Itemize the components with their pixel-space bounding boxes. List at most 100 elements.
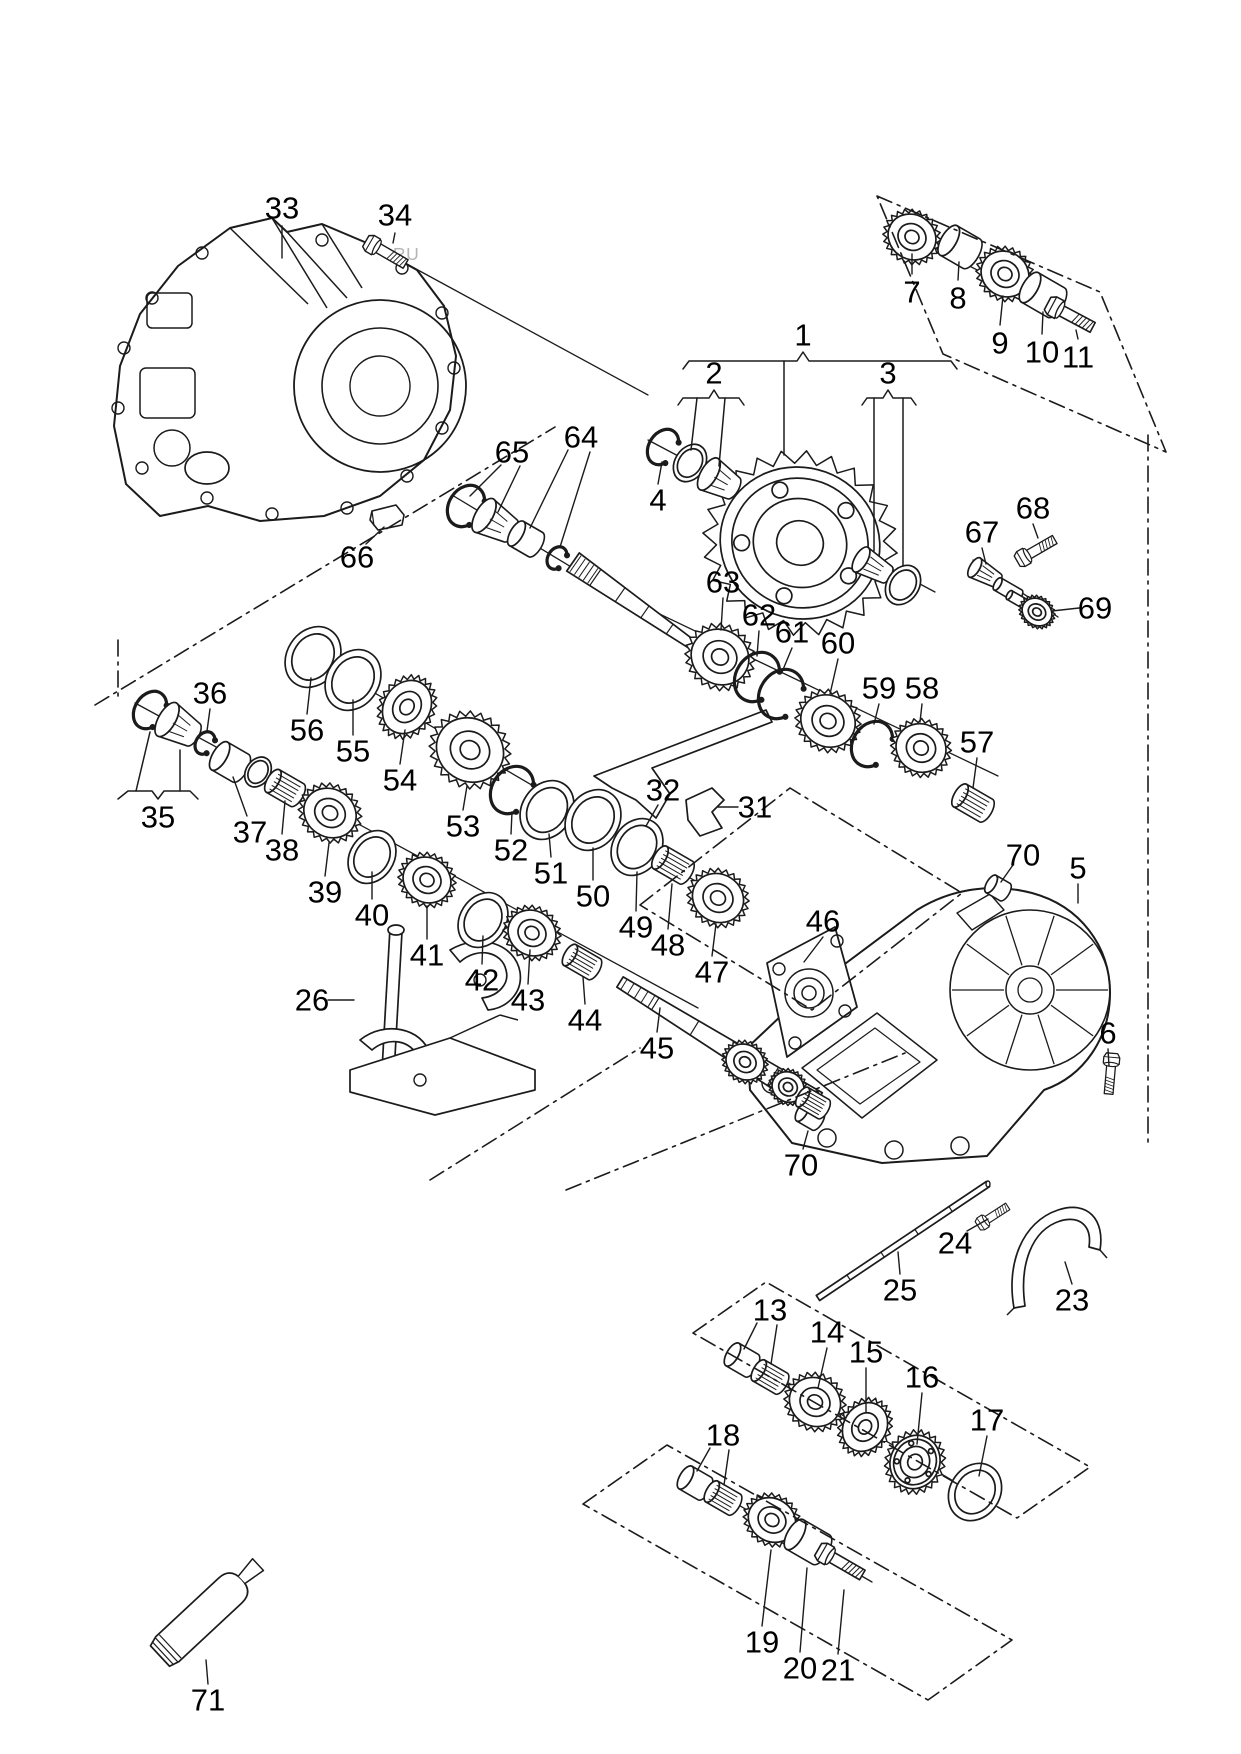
diagram-primitive bbox=[286, 231, 348, 299]
diagram-primitive bbox=[275, 777, 299, 792]
part-label-2: 2 bbox=[705, 356, 722, 391]
bolt-shape bbox=[974, 1202, 1011, 1231]
ring-shape bbox=[884, 564, 922, 606]
diagram-primitive bbox=[587, 568, 599, 584]
leader-line bbox=[743, 1322, 758, 1350]
part-label-48: 48 bbox=[651, 928, 685, 963]
diagram-primitive bbox=[413, 1073, 427, 1087]
diagram-primitive bbox=[1103, 1056, 1120, 1059]
diagram-primitive bbox=[757, 1374, 779, 1387]
diagram-primitive bbox=[1005, 915, 1023, 966]
diagram-primitive bbox=[714, 476, 728, 486]
part-label-20: 20 bbox=[783, 1651, 817, 1686]
leader-line bbox=[481, 935, 484, 965]
diagram-primitive bbox=[756, 667, 806, 721]
diagram-primitive bbox=[662, 853, 688, 869]
diagram-primitive bbox=[393, 931, 403, 1075]
diagram-primitive bbox=[775, 587, 793, 605]
leader-line bbox=[667, 883, 673, 930]
gear-shape bbox=[794, 688, 862, 754]
diagram-primitive bbox=[1016, 551, 1026, 567]
diagram-primitive bbox=[369, 504, 405, 531]
bolt-shape bbox=[1043, 296, 1097, 334]
bushing-shape bbox=[208, 740, 252, 784]
diagram-primitive bbox=[990, 259, 1020, 289]
diagram-primitive bbox=[775, 519, 825, 567]
diagram-primitive bbox=[907, 1440, 915, 1447]
part-label-69: 69 bbox=[1078, 591, 1112, 626]
diagram-primitive bbox=[962, 791, 988, 807]
diagram-primitive bbox=[1054, 301, 1066, 319]
part-label-15: 15 bbox=[849, 1335, 883, 1370]
leader-line bbox=[497, 465, 521, 513]
diagram-primitive bbox=[665, 623, 674, 635]
diagram-primitive bbox=[733, 1050, 757, 1074]
diagram-primitive bbox=[771, 481, 789, 499]
diagram-primitive bbox=[851, 1566, 861, 1576]
diagram-primitive bbox=[803, 1097, 823, 1109]
leader-line bbox=[770, 1324, 778, 1365]
diagram-primitive bbox=[816, 1027, 921, 1105]
diagram-primitive bbox=[349, 1037, 536, 1116]
diagram-primitive bbox=[716, 1484, 738, 1498]
part-label-61: 61 bbox=[775, 615, 809, 650]
diagram-primitive bbox=[662, 460, 669, 467]
diagram-primitive bbox=[948, 1206, 953, 1212]
diagram-primitive bbox=[857, 1419, 873, 1435]
leader-line bbox=[1051, 607, 1080, 612]
diagram-primitive bbox=[904, 229, 920, 245]
leader-line bbox=[829, 658, 839, 695]
group-boundary-line bbox=[565, 1052, 906, 1191]
diagram-primitive bbox=[992, 576, 1003, 592]
diagram-primitive bbox=[806, 1090, 827, 1103]
diagram-primitive bbox=[676, 447, 704, 479]
diagram-primitive bbox=[200, 491, 214, 505]
diagram-primitive bbox=[710, 648, 730, 666]
leader-line bbox=[582, 976, 586, 1005]
diagram-primitive bbox=[958, 799, 984, 815]
diagram-primitive bbox=[676, 1465, 695, 1490]
diagram-primitive bbox=[313, 797, 347, 829]
diagram-primitive bbox=[647, 995, 656, 1007]
diagram-primitive bbox=[389, 253, 398, 261]
diagram-primitive bbox=[1047, 537, 1051, 548]
leader-line bbox=[1000, 864, 1014, 883]
gear-shape bbox=[836, 1396, 894, 1458]
diagram-primitive bbox=[788, 1376, 842, 1428]
part-label-19: 19 bbox=[745, 1625, 779, 1660]
gear-shape bbox=[502, 904, 562, 962]
diagram-primitive bbox=[793, 977, 825, 1009]
splined-bushing-shape bbox=[703, 1479, 743, 1517]
diagram-primitive bbox=[1037, 915, 1055, 966]
part-label-47: 47 bbox=[695, 955, 729, 990]
part-label-11: 11 bbox=[1062, 340, 1094, 375]
diagram-primitive bbox=[892, 1438, 938, 1486]
diagram-primitive bbox=[738, 1055, 752, 1069]
diagram-primitive bbox=[293, 299, 467, 473]
diagram-primitive bbox=[593, 709, 773, 819]
group-boundary-line bbox=[639, 787, 963, 1011]
diagram-primitive bbox=[574, 948, 598, 963]
diagram-primitive bbox=[506, 520, 527, 547]
diagram-primitive bbox=[714, 1488, 736, 1501]
diagram-primitive bbox=[111, 401, 125, 415]
diagram-primitive bbox=[718, 468, 732, 480]
part-label-66: 66 bbox=[340, 540, 374, 575]
ring-shape bbox=[947, 1462, 1003, 1522]
leader-line bbox=[324, 842, 330, 877]
shaft-shape bbox=[815, 1180, 991, 1302]
callout-bracket bbox=[677, 389, 745, 406]
diagram-primitive bbox=[1041, 541, 1045, 551]
part-label-25: 25 bbox=[883, 1273, 917, 1308]
gear-shape bbox=[428, 710, 512, 790]
gear-shape bbox=[721, 1039, 769, 1085]
part-label-31: 31 bbox=[738, 790, 772, 825]
part-label-9: 9 bbox=[991, 326, 1008, 361]
group-boundary-line bbox=[692, 1281, 1091, 1519]
diagram-primitive bbox=[757, 1506, 787, 1534]
diagram-primitive bbox=[947, 1462, 1003, 1522]
diagram-primitive bbox=[1005, 965, 1055, 1015]
group-boundary-line bbox=[582, 1444, 1013, 1701]
diagram-primitive bbox=[906, 1453, 924, 1471]
diagram-primitive bbox=[435, 421, 449, 435]
